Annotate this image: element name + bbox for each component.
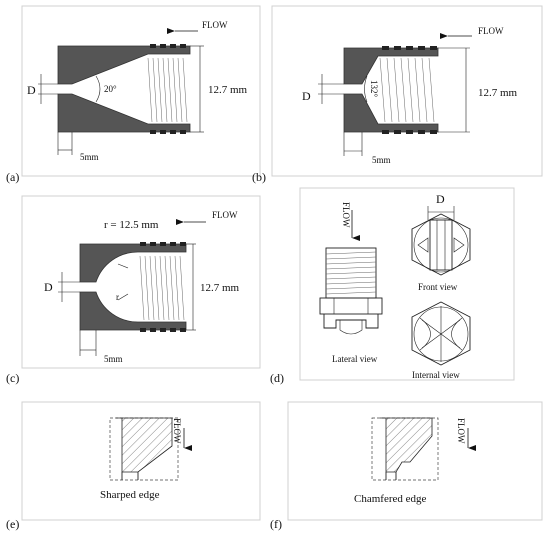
label-d: D: [436, 192, 445, 206]
lateral-view: [319, 247, 383, 335]
panel-tag: (f): [270, 517, 282, 531]
lateral-label: Lateral view: [332, 354, 378, 364]
label-length: 5mm: [372, 155, 391, 165]
label-r: r: [116, 292, 119, 302]
flow-label: FLOW: [456, 418, 466, 444]
label-d: D: [27, 83, 36, 97]
label-diameter: 12.7 mm: [478, 87, 518, 99]
label-diameter: 12.7 mm: [208, 84, 248, 96]
flow-label: FLOW: [202, 20, 228, 30]
panel-f: FLOW Chamfered edge (f): [270, 401, 543, 531]
internal-label: Internal view: [412, 370, 460, 380]
panel-c: r = 12.5 mm FLOW r D 12.7 mm 5mm: [6, 195, 261, 385]
front-view: D: [411, 192, 471, 276]
panel-d-frame: [299, 187, 515, 381]
label-d: D: [302, 89, 311, 103]
flow-label: FLOW: [341, 202, 351, 228]
panel-tag: (c): [6, 371, 19, 385]
label-d: D: [44, 280, 53, 294]
edge-caption: Sharped edge: [100, 489, 160, 501]
panel-e: FLOW Sharped edge (e): [6, 401, 261, 531]
front-label: Front view: [418, 282, 458, 292]
label-radius: r = 12.5 mm: [104, 219, 159, 231]
thread-region: [139, 255, 185, 321]
label-angle: 132°: [369, 80, 379, 98]
thread-region: [147, 57, 188, 123]
edge-body: [380, 417, 433, 473]
edge-caption: Chamfered edge: [354, 493, 426, 505]
flow-label: FLOW: [172, 418, 182, 444]
panel-a-frame: [21, 5, 261, 177]
panel-tag: (a): [6, 170, 19, 184]
internal-view: [411, 301, 471, 366]
panel-b-frame: [271, 5, 543, 177]
panel-tag: (e): [6, 517, 19, 531]
panel-tag: (d): [270, 371, 284, 385]
panel-a: FLOW D 20° 12.7 mm 5mm: [6, 5, 261, 184]
thread-region: [379, 57, 435, 123]
panel-b: FLOW D 132° 12.7 mm 5mm (b): [252, 5, 543, 184]
label-diameter: 12.7 mm: [200, 282, 240, 294]
nozzle-body: [79, 243, 187, 331]
flow-label: FLOW: [478, 26, 504, 36]
panel-d: FLOW Lateral view: [270, 187, 515, 385]
label-angle: 20°: [104, 84, 117, 94]
flow-label: FLOW: [212, 210, 238, 220]
label-length: 5mm: [80, 152, 99, 162]
label-length: 5mm: [104, 354, 123, 364]
panel-tag: (b): [252, 170, 266, 184]
